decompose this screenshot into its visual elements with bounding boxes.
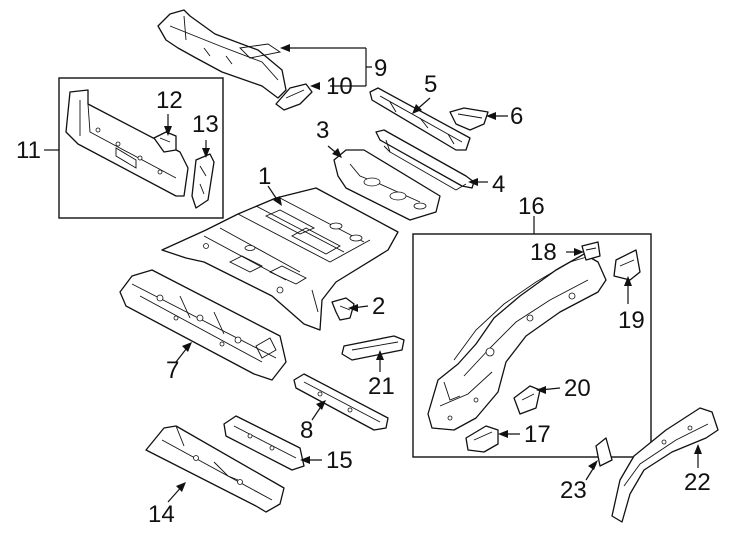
part-10-bracket [275, 83, 313, 111]
part-8-crossmember [293, 373, 389, 431]
callout-17: 17 [524, 421, 551, 448]
part-2-bracket [331, 297, 355, 321]
callout-7: 7 [166, 357, 179, 384]
callout-11: 11 [16, 137, 41, 164]
callout-8: 8 [300, 417, 313, 444]
part-4-crossmember [375, 129, 475, 191]
part-1-floor-pan [161, 187, 399, 331]
part-15-crossmember [223, 415, 305, 471]
callout-3: 3 [316, 117, 329, 144]
callout-2: 2 [372, 293, 385, 320]
part-6-bracket [449, 107, 489, 131]
callout-13: 13 [192, 111, 219, 138]
group-box-11 [58, 77, 224, 219]
callout-4: 4 [492, 171, 505, 198]
callout-22: 22 [684, 469, 711, 496]
callout-19: 19 [618, 307, 645, 334]
callout-labels: 1 2 3 4 5 6 7 8 9 10 11 12 13 14 15 16 1… [16, 55, 711, 528]
part-20-bracket [513, 385, 541, 415]
part-19-bracket [613, 249, 641, 281]
part-17-bracket [465, 425, 499, 453]
callout-23: 23 [560, 477, 587, 504]
callout-12: 12 [156, 87, 183, 114]
part-3-panel [333, 149, 441, 221]
part-23-plate [595, 437, 613, 467]
part-9-rail [157, 9, 287, 99]
part-14-crossmember [145, 425, 285, 513]
callout-10: 10 [326, 73, 353, 100]
callout-14: 14 [148, 501, 175, 528]
callout-1: 1 [258, 163, 271, 190]
part-22-rail [611, 407, 719, 523]
callout-18: 18 [530, 239, 557, 266]
part-11-panel [65, 89, 189, 197]
callout-20: 20 [564, 375, 591, 402]
callout-15: 15 [326, 447, 353, 474]
group-box-16 [412, 233, 652, 458]
callout-9: 9 [374, 55, 387, 82]
part-21-bracket [341, 335, 405, 361]
part-12-bracket [153, 131, 177, 153]
leader-lines [44, 44, 702, 503]
callout-16: 16 [518, 193, 545, 220]
callout-6: 6 [510, 103, 523, 130]
part-13-bracket [191, 153, 215, 209]
callout-21: 21 [368, 373, 395, 400]
part-5-crossmember [369, 87, 471, 151]
part-16-rail-assembly [427, 253, 607, 431]
part-18-plate [581, 241, 601, 261]
part-7-crossmember [119, 269, 287, 381]
callout-5: 5 [424, 71, 437, 98]
